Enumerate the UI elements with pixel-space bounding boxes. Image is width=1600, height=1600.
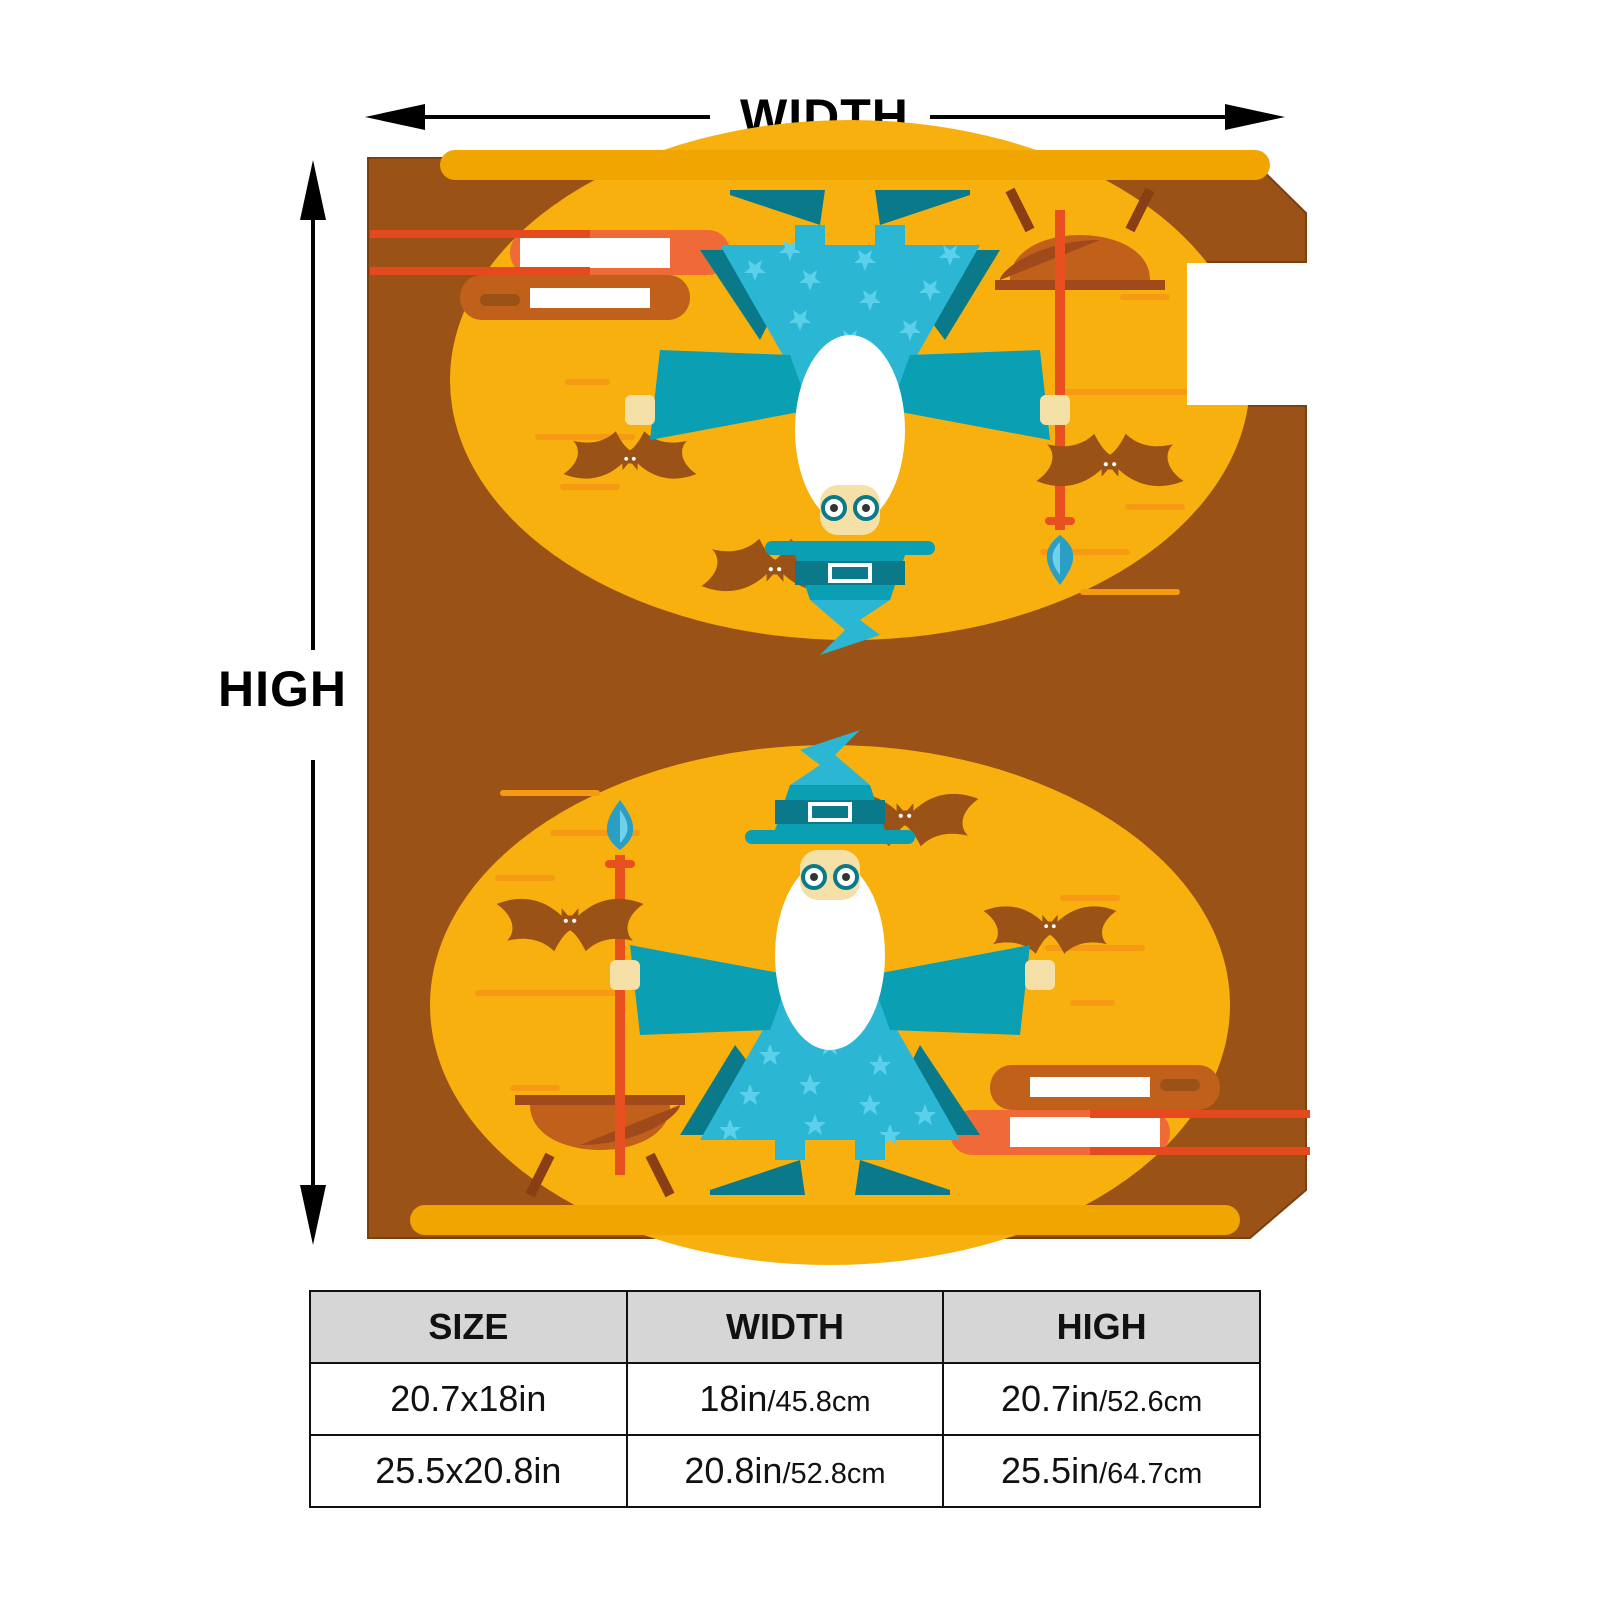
- arrow-down-icon: [300, 1185, 326, 1245]
- header-width: WIDTH: [625, 1290, 945, 1364]
- table-row: 20.7x18in 18in/45.8cm 20.7in/52.6cm: [309, 1362, 1261, 1436]
- header-high: HIGH: [942, 1290, 1261, 1364]
- size-table: SIZE WIDTH HIGH 20.7x18in 18in/45.8cm 20…: [309, 1290, 1261, 1508]
- table-row: 25.5x20.8in 20.8in/52.8cm 25.5in/64.7cm: [309, 1434, 1261, 1508]
- high-label: HIGH: [218, 661, 347, 717]
- width-centimeters: /45.8cm: [767, 1386, 871, 1418]
- width-inches: 20.8in: [684, 1450, 783, 1491]
- width-centimeters: /52.8cm: [782, 1458, 886, 1490]
- high-centimeters: /52.6cm: [1099, 1386, 1203, 1418]
- size-cell: 20.7x18in: [309, 1362, 628, 1436]
- header-size: SIZE: [309, 1290, 628, 1364]
- width-cell: 18in/45.8cm: [625, 1362, 945, 1436]
- arrow-up-icon: [300, 160, 326, 220]
- high-inches: 25.5in: [1001, 1450, 1100, 1491]
- arrow-left-icon: [365, 104, 425, 130]
- high-centimeters: /64.7cm: [1099, 1458, 1203, 1490]
- width-inches: 18in: [699, 1378, 768, 1419]
- width-cell: 20.8in/52.8cm: [625, 1434, 945, 1508]
- high-inches: 20.7in: [1001, 1378, 1100, 1419]
- high-cell: 20.7in/52.6cm: [942, 1362, 1261, 1436]
- arrow-right-icon: [1225, 104, 1285, 130]
- high-cell: 25.5in/64.7cm: [942, 1434, 1261, 1508]
- size-cell: 25.5x20.8in: [309, 1434, 628, 1508]
- table-header-row: SIZE WIDTH HIGH: [309, 1290, 1261, 1364]
